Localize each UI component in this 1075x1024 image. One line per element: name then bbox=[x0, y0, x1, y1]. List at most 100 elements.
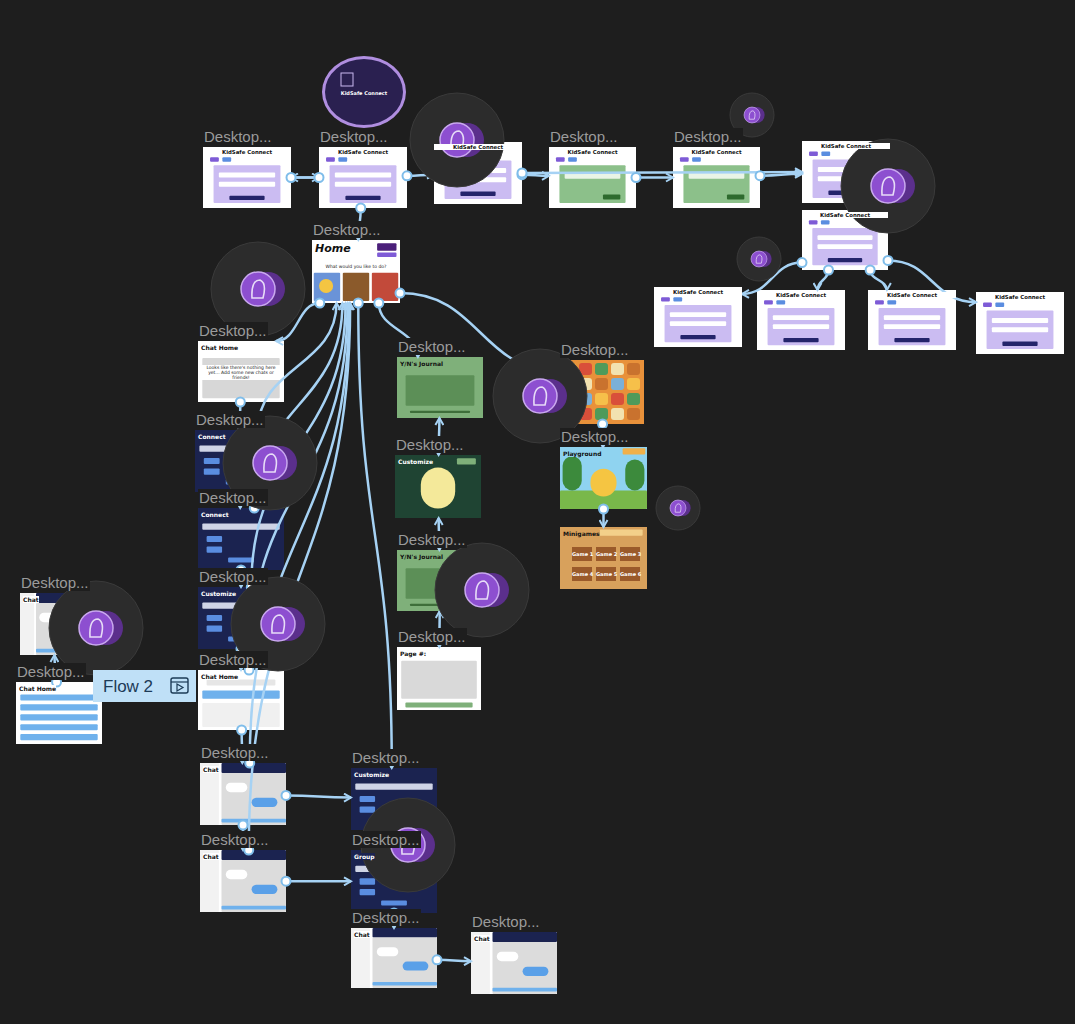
ui-block bbox=[821, 220, 830, 224]
frame-name: Desktop... bbox=[395, 436, 465, 453]
ui-block bbox=[773, 315, 829, 320]
ui-block bbox=[222, 819, 287, 823]
ui-block bbox=[373, 982, 438, 986]
ui-block bbox=[987, 311, 1054, 349]
pattern-tile bbox=[579, 393, 592, 405]
frame-name: Desktop... bbox=[200, 831, 270, 848]
flow-connector bbox=[400, 293, 560, 371]
ui-block bbox=[20, 724, 97, 730]
ui-block bbox=[818, 167, 874, 172]
flow-connector bbox=[240, 730, 243, 763]
ui-block bbox=[623, 448, 646, 454]
connector-handle bbox=[632, 173, 641, 182]
screen-title: Customize bbox=[354, 771, 389, 778]
collaborator-avatar bbox=[49, 581, 143, 675]
screen-frame: Desktop...Customize bbox=[351, 768, 437, 830]
screen-frame: Desktop...Connect bbox=[198, 508, 284, 570]
ui-block bbox=[453, 153, 462, 157]
ui-block bbox=[210, 157, 219, 161]
pattern-tile bbox=[595, 393, 608, 405]
ui-block bbox=[202, 703, 279, 727]
ui-block bbox=[338, 157, 347, 161]
frame-name: Desktop... bbox=[549, 128, 619, 145]
ui-block bbox=[406, 375, 475, 406]
frame-name: Desktop... bbox=[200, 744, 270, 761]
frame-name: Desktop... bbox=[471, 913, 541, 930]
ui-block bbox=[879, 308, 946, 345]
ui-block bbox=[995, 303, 1004, 307]
flow-connector bbox=[522, 175, 549, 176]
screen-title: Chat bbox=[474, 935, 490, 942]
ui-block bbox=[1002, 342, 1037, 346]
ui-block bbox=[661, 297, 670, 301]
frame-name: Desktop... bbox=[560, 428, 630, 445]
flow-connector bbox=[742, 263, 802, 294]
connector-handle bbox=[287, 173, 296, 182]
screen-title: KidSafe Connect bbox=[976, 294, 1064, 300]
connector-handle bbox=[282, 877, 291, 886]
game-tile: Game 6 bbox=[620, 567, 640, 581]
flow-connector bbox=[286, 795, 351, 797]
pattern-tile bbox=[595, 363, 608, 375]
ui-block bbox=[809, 220, 818, 224]
ui-block bbox=[226, 480, 252, 485]
ui-block bbox=[20, 704, 97, 710]
screen-frame: Desktop...Connect bbox=[195, 430, 283, 492]
screen-title: Page #: bbox=[400, 650, 426, 657]
ui-block bbox=[202, 603, 279, 609]
ui-block bbox=[214, 165, 281, 203]
ui-block bbox=[457, 458, 476, 464]
ui-block bbox=[360, 878, 375, 884]
ui-block bbox=[219, 182, 275, 187]
frame-name: Desktop... bbox=[351, 749, 421, 766]
screen-frame: Desktop...Chat bbox=[200, 850, 286, 912]
flow-connector bbox=[286, 880, 351, 883]
screen-frame: KidSafe Connect bbox=[654, 287, 742, 347]
ui-block bbox=[207, 536, 222, 542]
ui-block bbox=[568, 157, 577, 161]
screen-frame: Desktop...Chat Home bbox=[16, 682, 102, 744]
ui-block bbox=[401, 661, 477, 699]
frame-name: Desktop... bbox=[397, 531, 467, 548]
ui-block bbox=[381, 900, 407, 905]
ui-block bbox=[673, 297, 682, 301]
ui-block bbox=[493, 942, 558, 994]
screen-title: Y/N's Journal bbox=[400, 360, 443, 367]
frame-name: Desktop... bbox=[351, 831, 421, 848]
screen-title: KidSafe Connect bbox=[654, 289, 742, 295]
ui-block bbox=[345, 196, 380, 200]
collaborator-avatar bbox=[231, 577, 325, 671]
ui-block bbox=[372, 273, 398, 301]
pattern-tile bbox=[611, 393, 624, 405]
ui-block bbox=[377, 253, 396, 257]
flow-connector bbox=[242, 825, 245, 850]
ui-block bbox=[355, 866, 432, 872]
ui-block bbox=[20, 714, 97, 720]
ui-block bbox=[202, 524, 279, 530]
ui-block bbox=[410, 411, 470, 413]
screen-frame: KidSafe Connect bbox=[757, 290, 845, 350]
screen-title: KidSafe Connect bbox=[319, 149, 407, 155]
screen-title: KidSafe Connect bbox=[549, 149, 636, 155]
flow-connector bbox=[602, 509, 605, 527]
screen-title: Chat Home bbox=[201, 344, 238, 351]
connector-handle bbox=[315, 299, 324, 308]
game-tile: Game 3 bbox=[620, 547, 640, 561]
ui-block bbox=[887, 300, 896, 304]
ui-block bbox=[670, 312, 726, 317]
ui-block bbox=[355, 784, 432, 790]
ui-block bbox=[207, 615, 222, 621]
screen-art bbox=[868, 290, 956, 350]
screen-title: KidSafe Connect bbox=[802, 212, 888, 218]
ui-block bbox=[360, 889, 375, 895]
ui-block bbox=[373, 928, 438, 938]
ui-block bbox=[406, 568, 475, 599]
ui-block bbox=[565, 173, 621, 179]
ui-block bbox=[199, 446, 278, 452]
ui-block bbox=[665, 305, 732, 342]
play-icon bbox=[169, 675, 191, 697]
screen-frame: Desktop...Chat Home bbox=[198, 670, 284, 730]
ui-block bbox=[360, 796, 375, 802]
ui-block bbox=[330, 165, 397, 203]
screen-art bbox=[654, 287, 742, 347]
